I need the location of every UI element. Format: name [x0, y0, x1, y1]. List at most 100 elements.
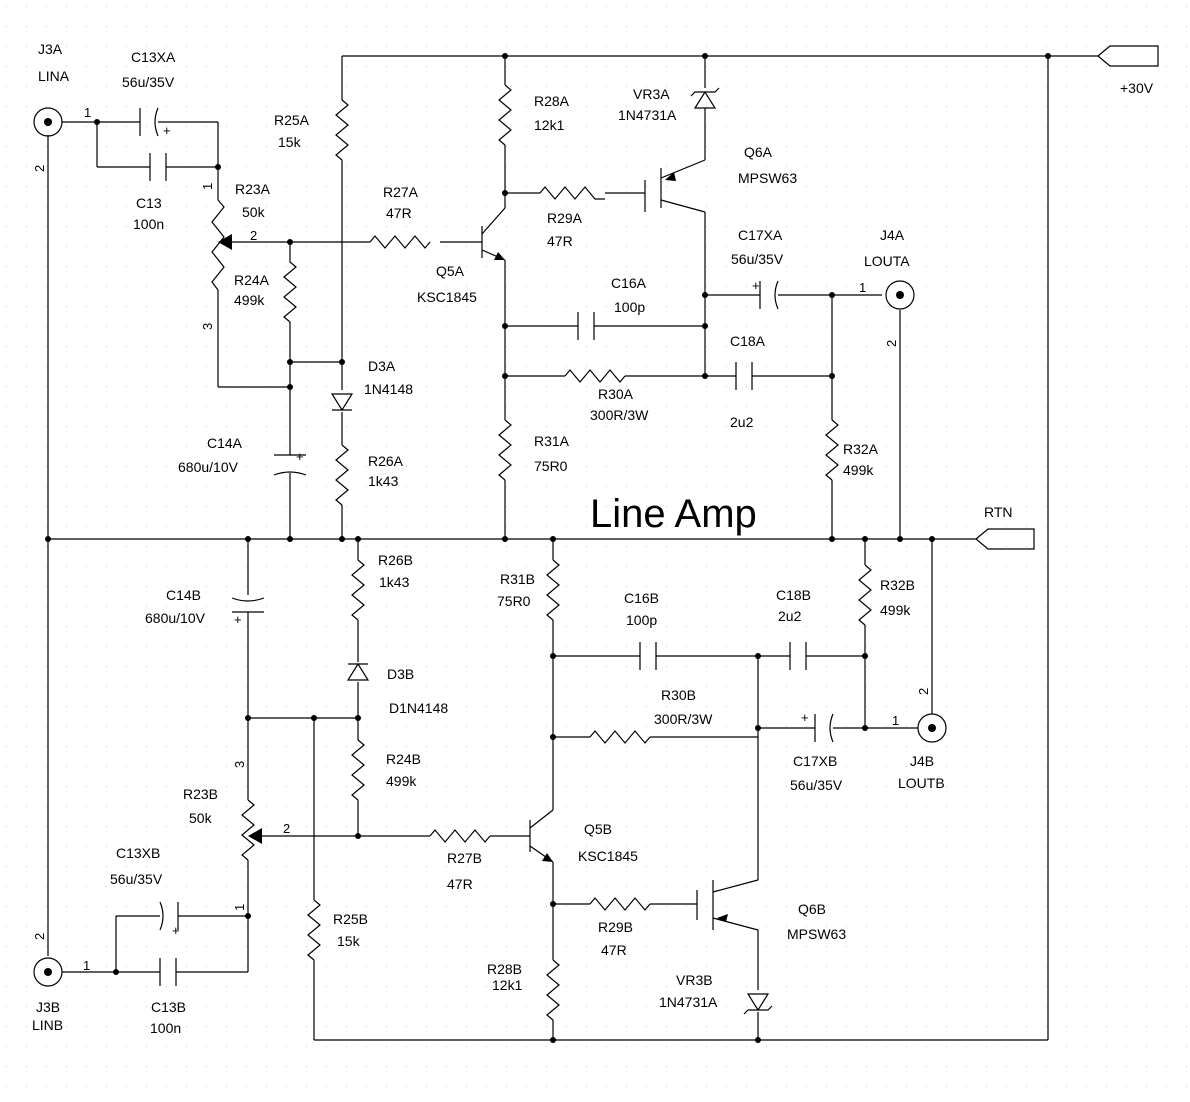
diagram-title: Line Amp — [590, 492, 757, 536]
val-C18A: 2u2 — [730, 414, 754, 430]
ref-R27B: R27B — [447, 850, 482, 866]
ref-C13: C13 — [136, 195, 162, 211]
val-Q5A: KSC1845 — [417, 289, 477, 305]
svg-text:2: 2 — [916, 688, 931, 695]
name-J3B: LINB — [32, 1017, 63, 1033]
val-Q5B: KSC1845 — [578, 848, 638, 864]
ref-R23B: R23B — [183, 786, 218, 802]
ref-C14A: C14A — [207, 435, 243, 451]
svg-text:1: 1 — [83, 958, 90, 973]
val-R30A: 300R/3W — [590, 407, 649, 423]
val-VR3A: 1N4731A — [618, 107, 677, 123]
val-R32A: 499k — [843, 462, 874, 478]
ref-J3A: J3A — [38, 41, 63, 57]
svg-text:1: 1 — [200, 183, 215, 190]
name-J4B: LOUTB — [898, 775, 945, 791]
val-R27A: 47R — [386, 205, 412, 221]
svg-text:+: + — [752, 278, 760, 293]
net-label-return: RTN — [984, 504, 1013, 520]
val-Q6A: MPSW63 — [738, 170, 797, 186]
pin-numbers: 1 2 1 2 3 1 2 3 2 1 1 2 1 2 — [32, 105, 931, 973]
ref-J3B: J3B — [36, 999, 60, 1015]
ref-R23A: R23A — [235, 181, 271, 197]
val-C14A: 680u/10V — [178, 459, 239, 475]
potentiometer-wipers — [218, 234, 262, 844]
val-R25A: 15k — [278, 134, 302, 150]
val-R23B: 50k — [189, 810, 213, 826]
val-C18B: 2u2 — [778, 608, 802, 624]
val-R26B: 1k43 — [379, 574, 410, 590]
ref-C17XB: C17XB — [793, 753, 837, 769]
ref-C13XB: C13XB — [116, 845, 160, 861]
ref-VR3B: VR3B — [676, 972, 713, 988]
val-C16A: 100p — [614, 299, 645, 315]
channel-a-labels: J3A LINA C13XA 56u/35V C13 100n R25A 15k… — [38, 41, 910, 489]
svg-text:1: 1 — [892, 713, 899, 728]
val-R31B: 75R0 — [497, 593, 531, 609]
net-label-supply: +30V — [1120, 80, 1154, 96]
svg-text:2: 2 — [32, 165, 47, 172]
ref-Q6B: Q6B — [798, 901, 826, 917]
ref-R32A: R32A — [843, 441, 879, 457]
ref-R29B: R29B — [598, 919, 633, 935]
ref-C14B: C14B — [166, 587, 201, 603]
ref-R31B: R31B — [500, 571, 535, 587]
svg-text:1: 1 — [232, 904, 247, 911]
ref-R25A: R25A — [274, 112, 310, 128]
ref-R32B: R32B — [880, 577, 915, 593]
ref-R24A: R24A — [234, 272, 270, 288]
val-C16B: 100p — [626, 612, 657, 628]
val-R26A: 1k43 — [368, 473, 399, 489]
ref-J4B: J4B — [910, 753, 934, 769]
val-R32B: 499k — [880, 602, 911, 618]
svg-text:+: + — [163, 123, 171, 138]
val-C13XA: 56u/35V — [122, 74, 175, 90]
val-R31A: 75R0 — [534, 458, 568, 474]
ref-C17XA: C17XA — [738, 227, 783, 243]
svg-text:2: 2 — [283, 821, 290, 836]
net-ports — [975, 45, 1159, 550]
ref-R24B: R24B — [386, 751, 421, 767]
wires — [47, 55, 1098, 1041]
ref-R31A: R31A — [534, 433, 570, 449]
ref-Q6A: Q6A — [744, 144, 773, 160]
val-C13B: 100n — [150, 1020, 181, 1036]
ref-J4A: J4A — [880, 227, 905, 243]
ref-R26A: R26A — [368, 453, 404, 469]
val-R27B: 47R — [447, 876, 473, 892]
val-R24A: 499k — [234, 292, 265, 308]
svg-text:2: 2 — [884, 340, 899, 347]
ref-C13XA: C13XA — [131, 49, 176, 65]
val-R29A: 47R — [547, 233, 573, 249]
val-R25B: 15k — [337, 933, 361, 949]
ref-R29A: R29A — [547, 210, 583, 226]
channel-b-labels: C14B 680u/10V R26B 1k43 R31B 75R0 C16B 1… — [32, 552, 945, 1036]
resistor-symbols — [211, 84, 872, 1021]
ref-D3B: D3B — [387, 666, 414, 682]
ref-R26B: R26B — [378, 552, 413, 568]
val-C13: 100n — [133, 216, 164, 232]
val-C17XA: 56u/35V — [731, 251, 784, 267]
name-J3A: LINA — [38, 68, 70, 84]
svg-text:+: + — [296, 449, 304, 464]
ref-R28A: R28A — [534, 93, 570, 109]
val-R29B: 47R — [601, 942, 627, 958]
ref-C18A: C18A — [730, 333, 766, 349]
capacitor-symbols: + + + + + + — [139, 107, 834, 986]
svg-text:+: + — [234, 612, 242, 627]
diode-symbols — [330, 87, 773, 1015]
ref-D3A: D3A — [368, 358, 396, 374]
val-R24B: 499k — [386, 773, 417, 789]
val-R23A: 50k — [242, 204, 266, 220]
svg-text:1: 1 — [859, 280, 866, 295]
val-R28A: 12k1 — [534, 117, 565, 133]
ref-VR3A: VR3A — [633, 86, 670, 102]
ref-Q5A: Q5A — [436, 263, 465, 279]
ref-C13B: C13B — [151, 999, 186, 1015]
val-C17XB: 56u/35V — [790, 777, 843, 793]
val-VR3B: 1N4731A — [659, 994, 718, 1010]
val-D3B: D1N4148 — [389, 700, 448, 716]
val-C13XB: 56u/35V — [110, 871, 163, 887]
ref-Q5B: Q5B — [584, 821, 612, 837]
